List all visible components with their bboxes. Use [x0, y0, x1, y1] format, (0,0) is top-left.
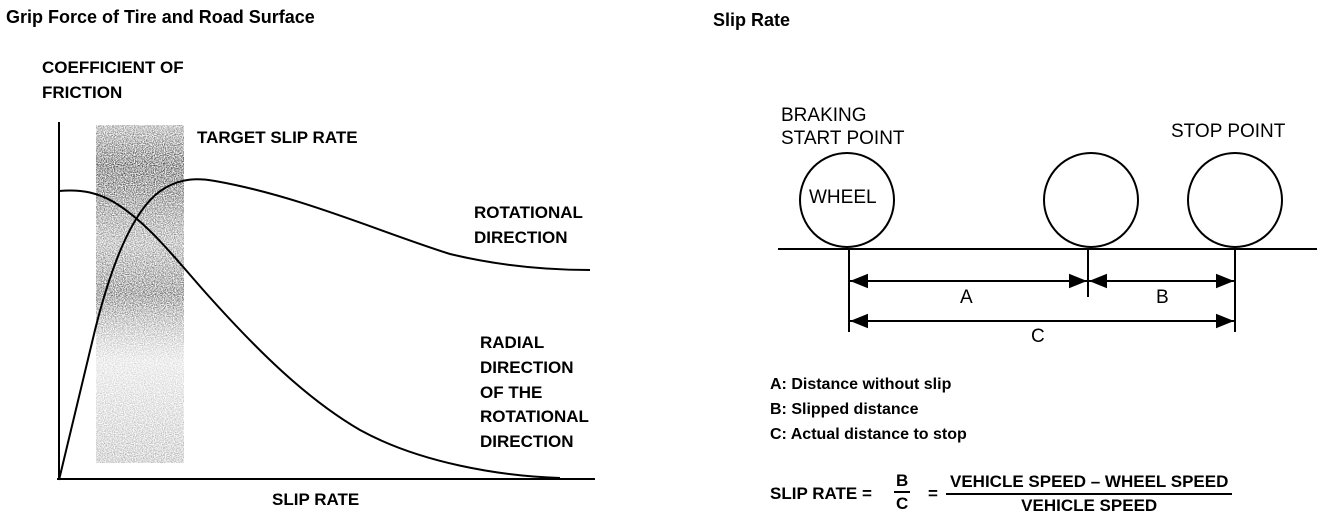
radial-direction-label-line1: RADIAL	[480, 333, 545, 352]
formula-frac2-numerator: VEHICLE SPEED – WHEEL SPEED	[946, 473, 1233, 495]
rotational-direction-curve	[58, 178, 591, 481]
formula-frac1-denominator: C	[896, 494, 909, 513]
dimension-a-label: A	[960, 287, 973, 308]
legend-item-a: A: Distance without slip	[770, 376, 952, 393]
radial-direction-label-line4: ROTATIONAL	[480, 407, 589, 426]
wheel-middle	[1043, 152, 1139, 248]
y-axis-label-line2: FRICTION	[42, 83, 123, 102]
radial-direction-label-line5: DIRECTION	[480, 432, 574, 451]
formula-equals: =	[928, 484, 938, 503]
radial-direction-curve	[58, 189, 561, 479]
right-diagram-title: Slip Rate	[713, 10, 791, 30]
left-diagram-title: Grip Force of Tire and Road Surface	[6, 7, 315, 27]
radial-direction-label-line3: OF THE	[480, 383, 543, 402]
rotational-direction-label-line1: ROTATIONAL	[474, 203, 583, 222]
dimension-b-label: B	[1156, 287, 1169, 308]
braking-start-label-line1: BRAKING	[781, 105, 867, 126]
stop-point-label: STOP POINT	[1171, 121, 1286, 142]
dimension-c-label: C	[1031, 326, 1045, 347]
formula-frac2-denominator: VEHICLE SPEED	[1021, 496, 1158, 515]
grip-force-diagram	[57, 122, 595, 481]
formula-frac1-numerator: B	[894, 472, 911, 493]
braking-start-label-line2: START POINT	[781, 128, 905, 149]
target-slip-rate-label: TARGET SLIP RATE	[197, 128, 358, 147]
formula-fraction-b-over-c: B C	[894, 472, 911, 513]
wheel-stop-point	[1187, 152, 1283, 248]
x-axis-label: SLIP RATE	[272, 490, 360, 509]
rotational-direction-label-line2: DIRECTION	[474, 228, 568, 247]
radial-direction-label-line2: DIRECTION	[480, 358, 574, 377]
legend-item-c: C: Actual distance to stop	[770, 426, 967, 443]
legend-item-b: B: Slipped distance	[770, 401, 919, 418]
wheel-label: WHEEL	[809, 187, 877, 208]
formula-lhs: SLIP RATE =	[770, 484, 872, 503]
target-slip-rate-band	[96, 125, 184, 463]
formula-fraction-speeds: VEHICLE SPEED – WHEEL SPEED VEHICLE SPEE…	[946, 473, 1233, 515]
y-axis-label-line1: COEFFICIENT OF	[42, 58, 184, 77]
